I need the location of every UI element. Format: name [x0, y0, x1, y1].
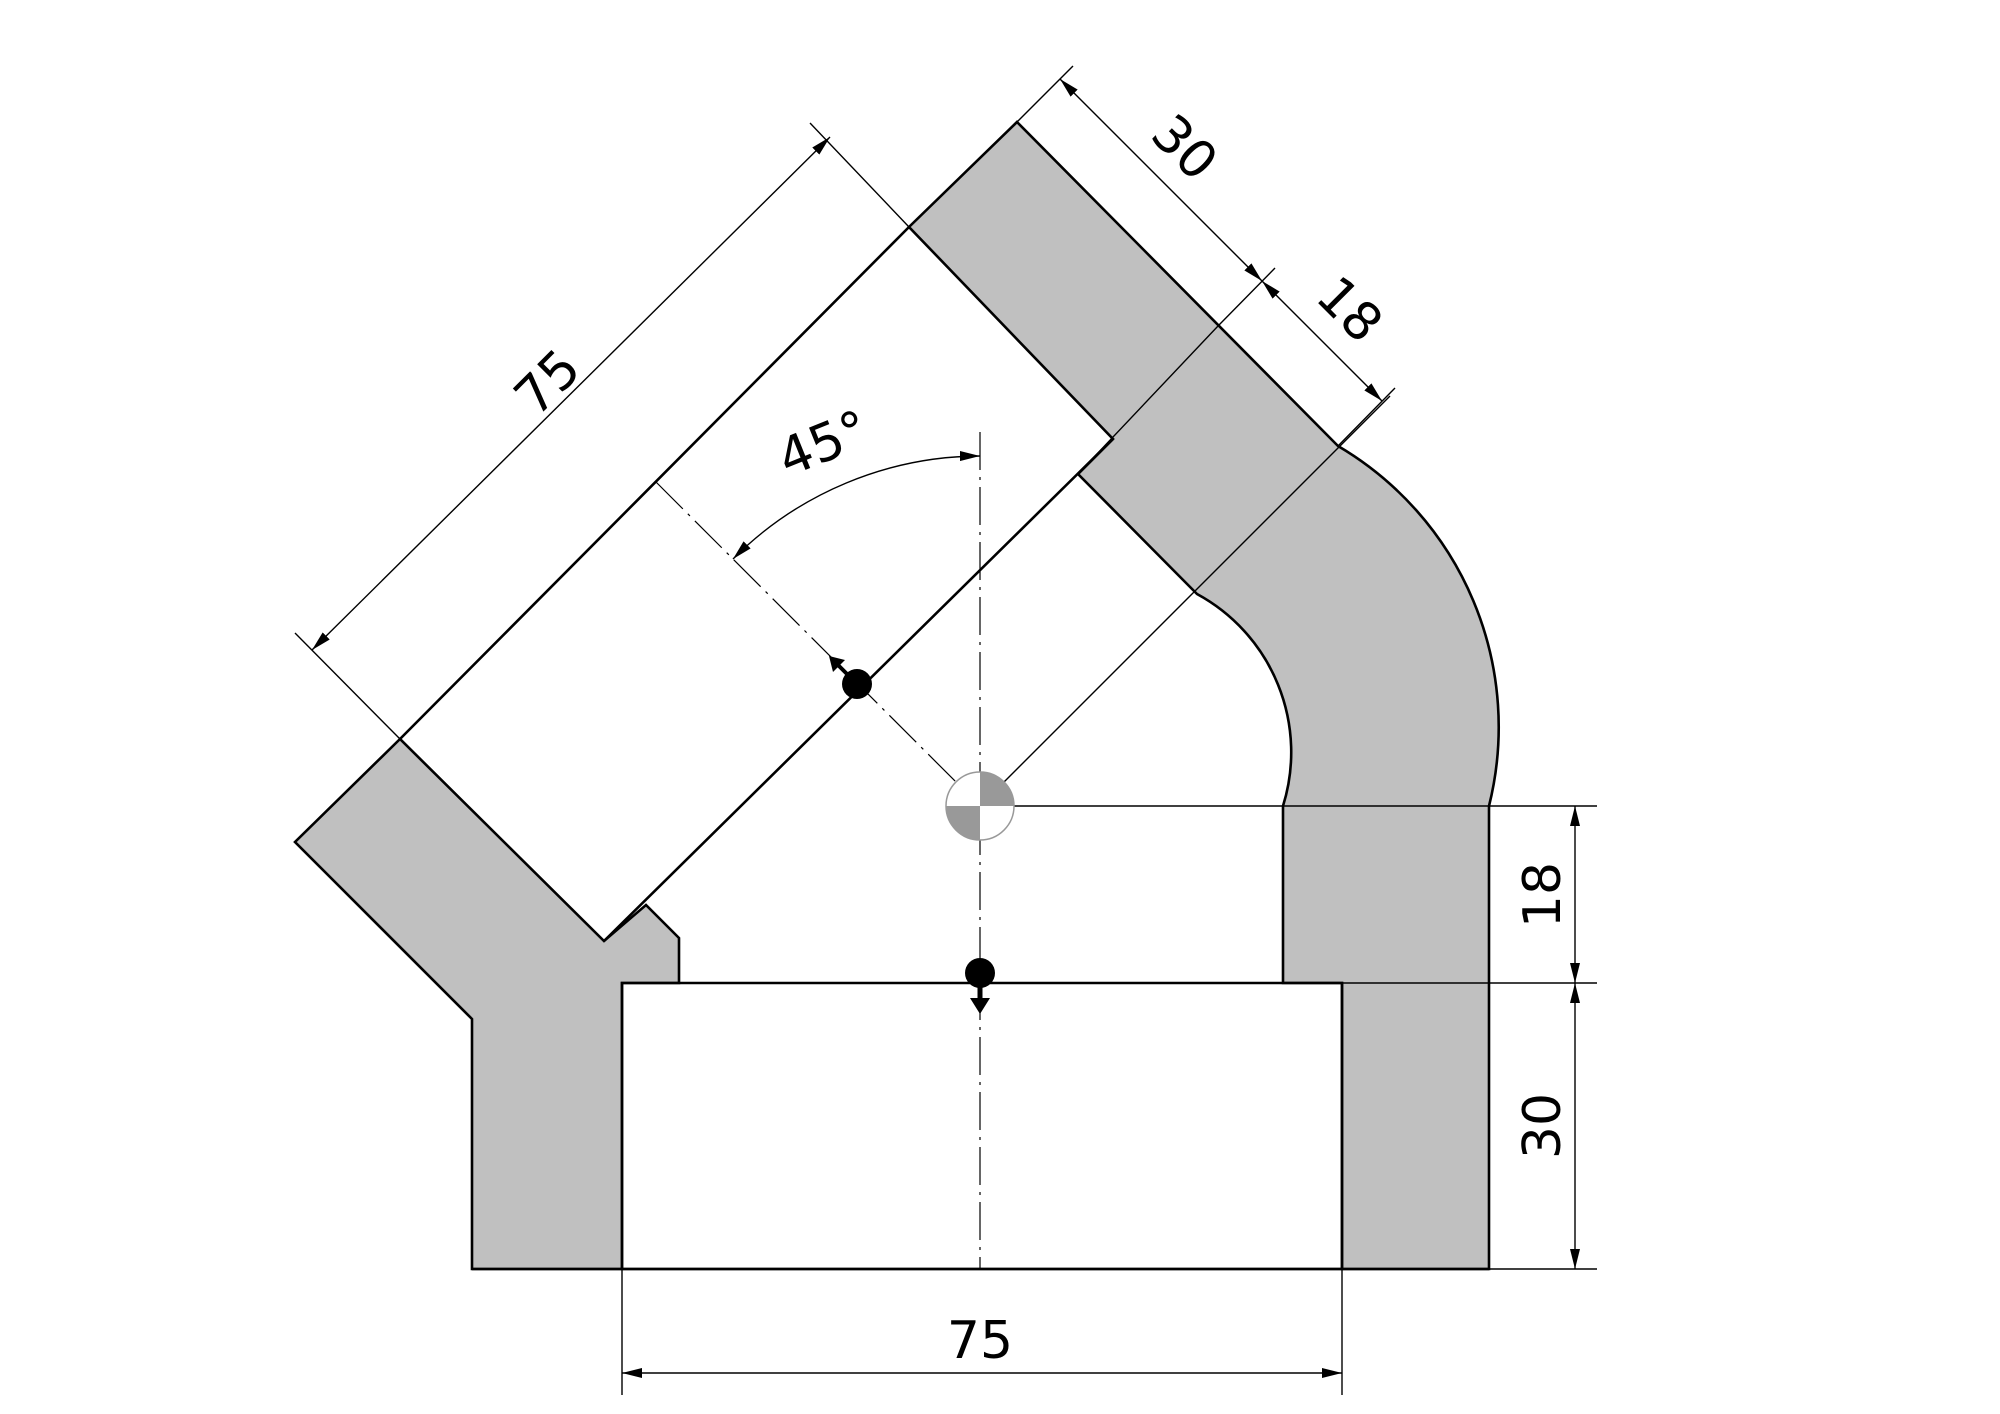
oblique-reference-line	[979, 395, 1391, 807]
dim-label-oblique-width: 75	[503, 338, 592, 427]
right-elbow-wall	[907, 120, 1500, 1271]
dimension-right-depth: 18	[1342, 806, 1597, 984]
inner-oblique-socket	[399, 226, 1114, 942]
dim-label-angle: 45°	[770, 399, 878, 489]
dim-label-bottom-width: 75	[947, 1311, 1013, 1371]
seam-line	[1077, 325, 1219, 595]
bottom-socket	[620, 981, 1344, 1271]
dimension-right-wall: 30	[1489, 983, 1597, 1270]
dim-label-right-depth: 18	[1513, 862, 1573, 928]
dim-label-right-wall: 30	[1513, 1093, 1573, 1159]
port-marker-bottom	[965, 958, 995, 1014]
oblique-centerline	[655, 481, 981, 807]
center-symbol	[945, 771, 1015, 841]
dimension-bottom-width: 75	[621, 1269, 1343, 1395]
dim-label-top-wall: 30	[1139, 103, 1228, 192]
port-marker-oblique	[829, 656, 872, 699]
dim-label-top-depth: 18	[1304, 265, 1393, 354]
dimension-angle: 45°	[732, 399, 981, 560]
